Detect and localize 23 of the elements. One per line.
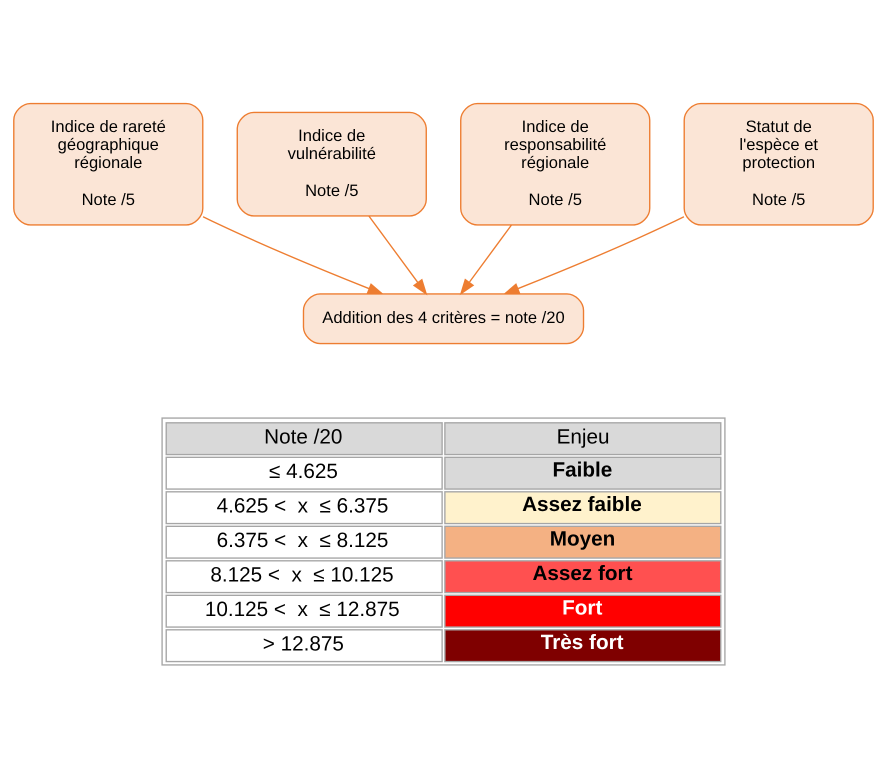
label: Très fort bbox=[540, 631, 624, 654]
arrow bbox=[460, 224, 512, 296]
label: > 12.875 bbox=[262, 632, 344, 656]
label: Moyen bbox=[550, 528, 616, 551]
node-box: Indice de responsabilité régionale Note /5 bbox=[460, 102, 650, 226]
label: 10.125 < x ≤ 12.875 bbox=[204, 598, 400, 621]
label: ≤ 4.625 bbox=[268, 460, 338, 484]
arrow bbox=[502, 216, 684, 295]
arrow bbox=[368, 216, 428, 296]
node-box: Addition des 4 critères = note /20 bbox=[302, 293, 584, 344]
label: Fort bbox=[562, 596, 602, 620]
label: Assez faible bbox=[522, 493, 642, 516]
node-box: Indice de rareté géographique régionale Note /5 bbox=[13, 102, 204, 226]
label: Faible bbox=[552, 458, 612, 482]
label: Enjeu bbox=[556, 426, 610, 449]
node-box: Statut de l'espèce et protection Note /5 bbox=[684, 102, 874, 226]
label: Note /20 bbox=[264, 426, 342, 449]
label: 4.625 < x ≤ 6.375 bbox=[216, 494, 388, 518]
label: 8.125 < x ≤ 10.125 bbox=[210, 564, 394, 587]
label: 6.375 < x ≤ 8.125 bbox=[216, 529, 388, 552]
label: Assez fort bbox=[532, 562, 632, 586]
node-box: Indice de vulnérabilité Note /5 bbox=[236, 112, 427, 217]
arrow bbox=[202, 216, 384, 295]
